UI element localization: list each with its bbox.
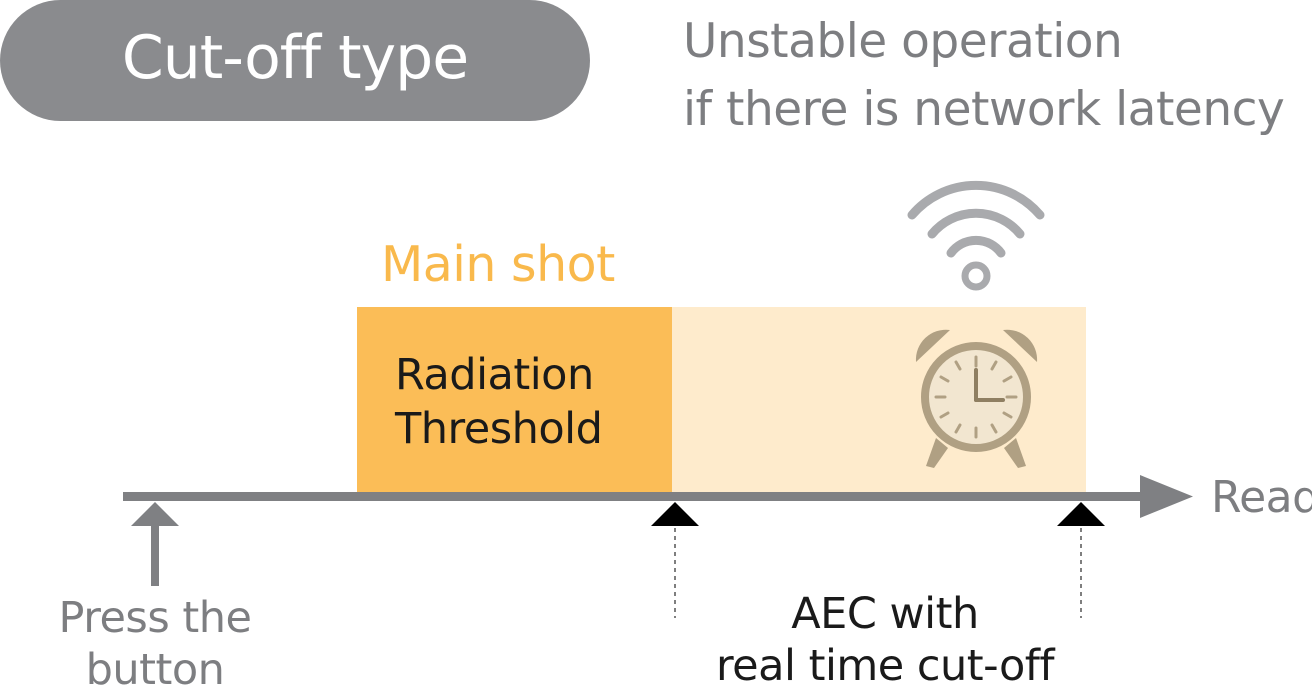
read-label: Read [1211,472,1312,523]
radiation-threshold-label: Radiation Threshold [395,348,603,456]
time-axis [123,475,1193,518]
aec-cutoff-label: AEC with real time cut-off [680,588,1090,692]
title-pill: Cut-off type [0,0,590,121]
wifi-icon [907,180,1045,291]
cutoff-marker-2 [1057,502,1105,618]
main-shot-block [357,307,672,494]
latency-note: Unstable operation if there is network l… [683,8,1303,144]
aec-cutoff-line-2: real time cut-off [715,641,1055,691]
alarm-clock-icon [915,329,1038,468]
title-label: Cut-off type [121,22,469,93]
press-button-label: Press the button [45,592,265,696]
main-shot-label: Main shot [381,236,615,293]
latency-note-line-2: if there is network latency [683,82,1285,137]
radiation-threshold-line-1: Radiation [395,350,594,400]
latency-note-line-1: Unstable operation [683,14,1123,69]
press-button-line-2: button [85,645,225,695]
aec-cutoff-line-1: AEC with [791,589,979,639]
press-button-line-1: Press the [58,593,252,643]
cutoff-marker-1 [651,502,699,618]
press-arrow [131,502,179,586]
radiation-threshold-line-2: Threshold [395,404,603,454]
